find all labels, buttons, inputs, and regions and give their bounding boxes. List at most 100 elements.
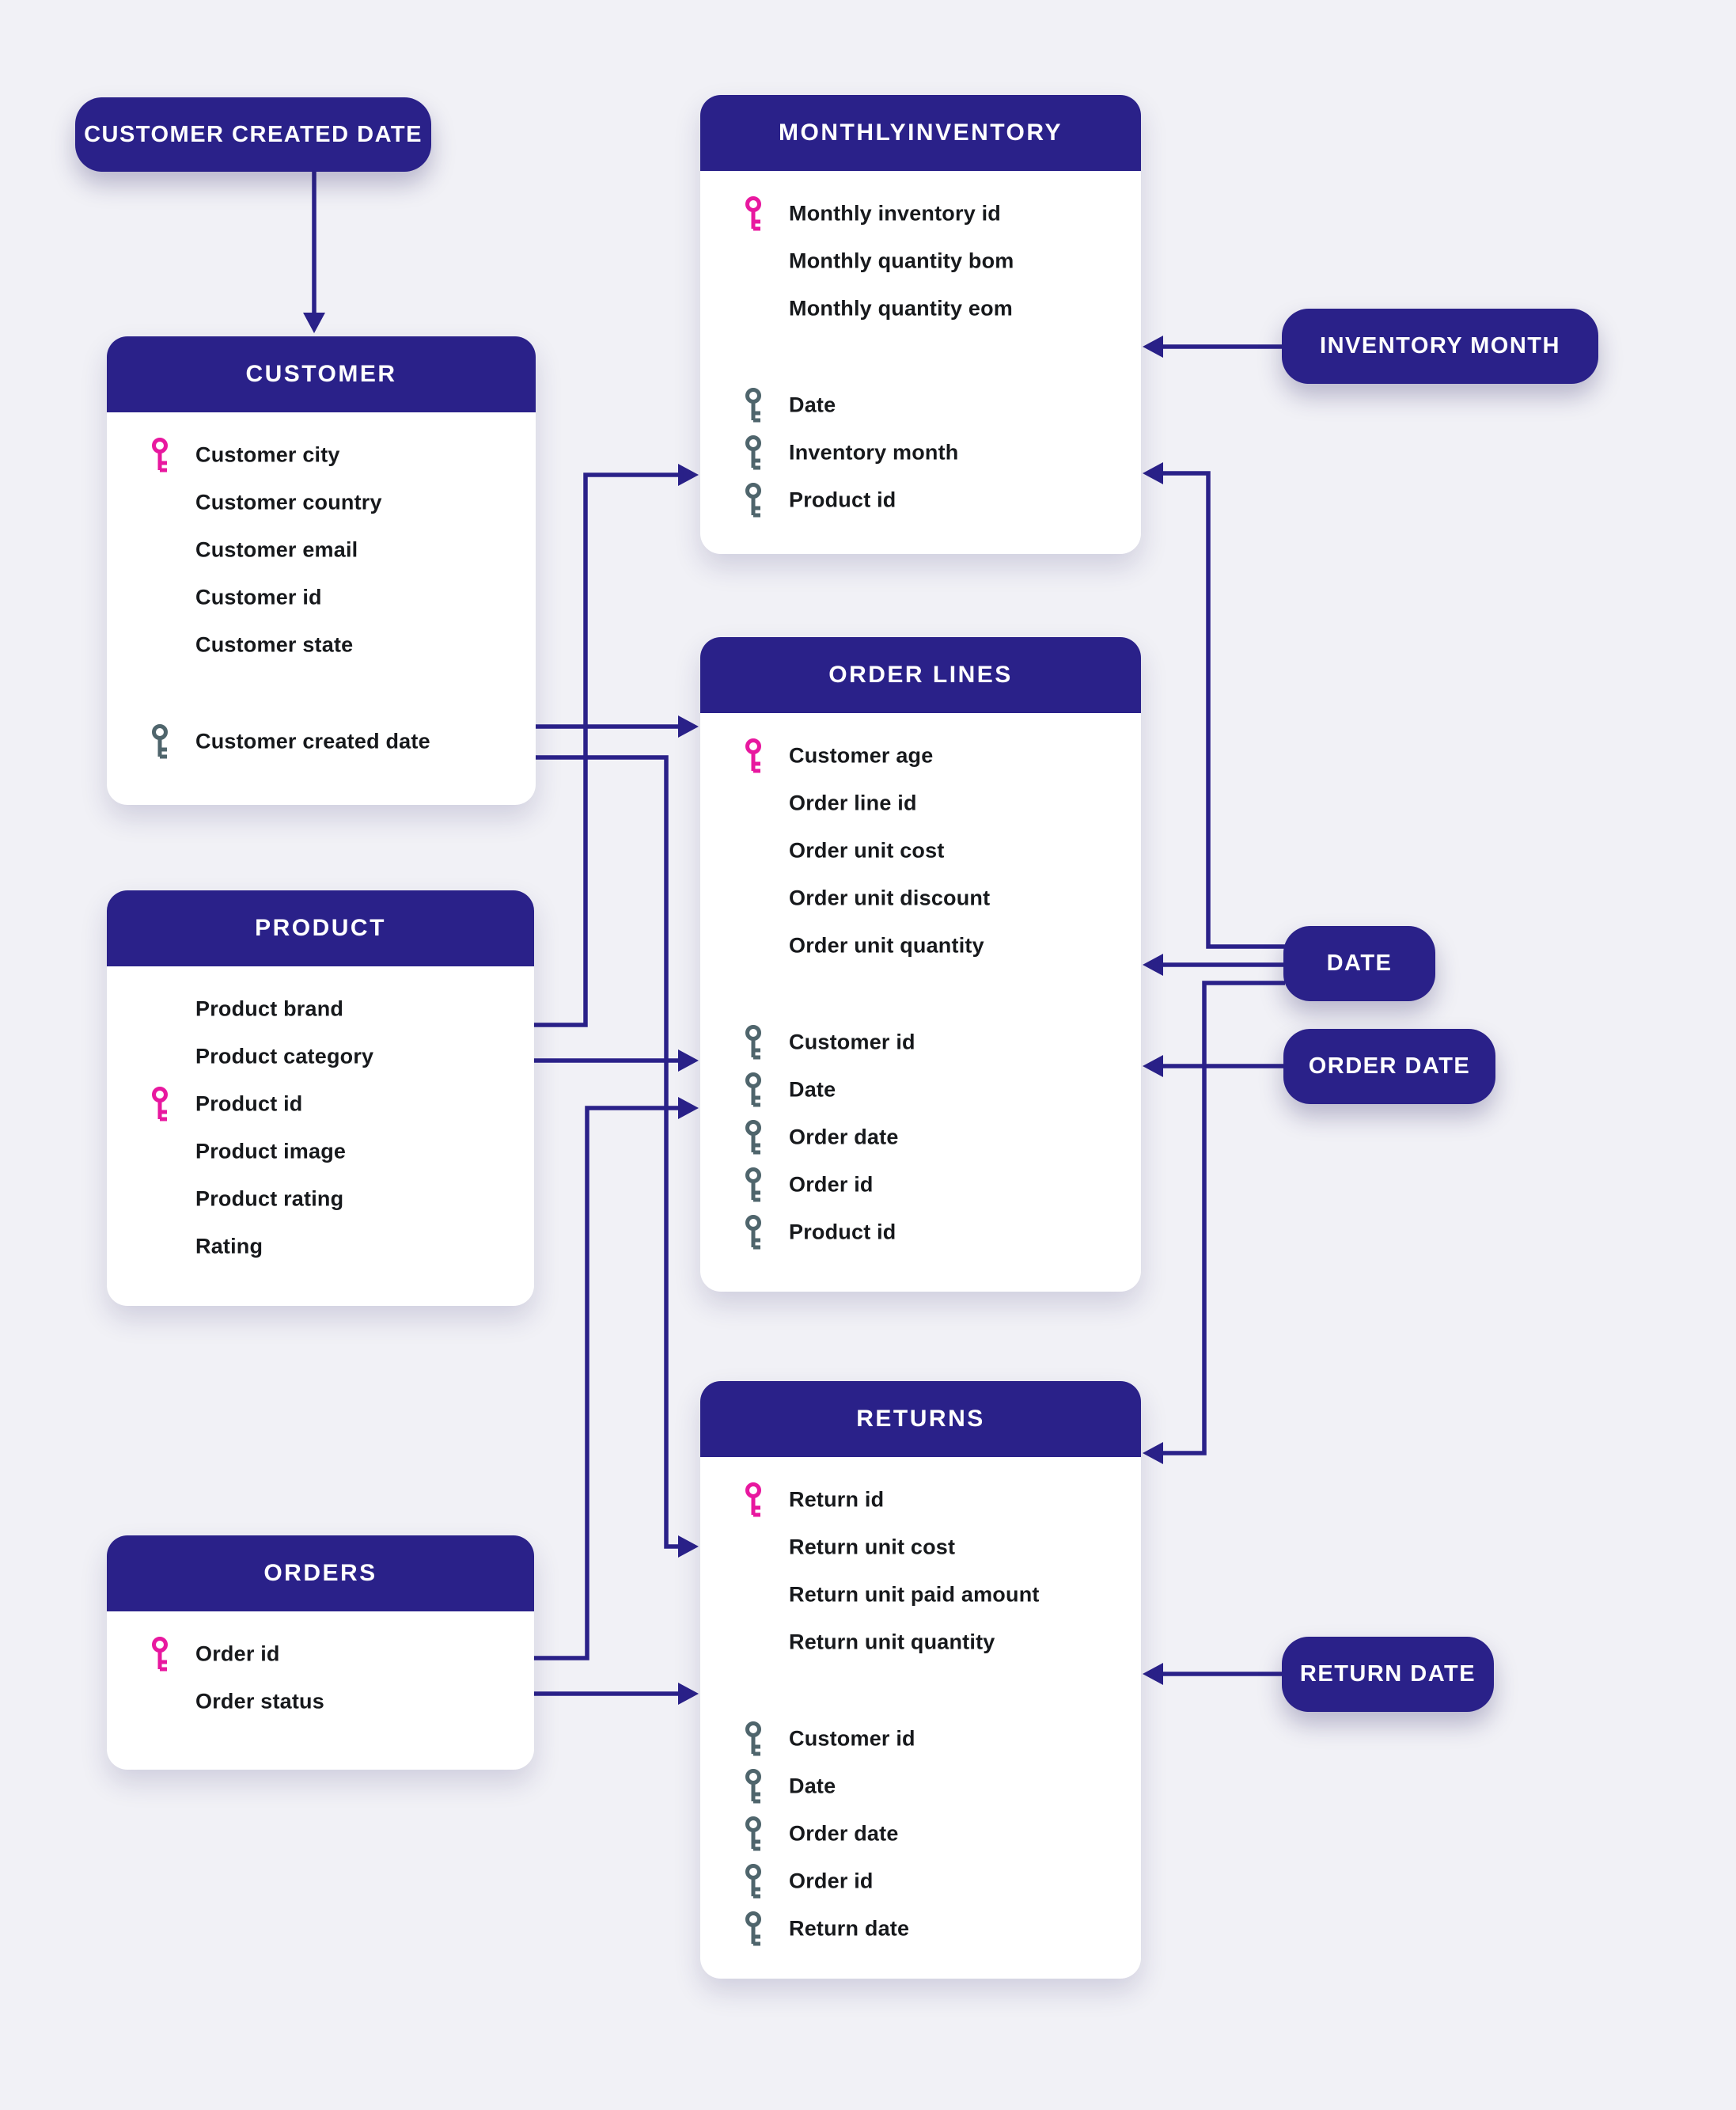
arrowhead-icon xyxy=(678,1097,699,1119)
field-label: Order unit quantity xyxy=(789,933,984,958)
arrowhead-icon xyxy=(1143,1055,1163,1077)
pill-order-date[interactable]: ORDER DATE xyxy=(1283,1029,1495,1104)
field-row: Customer state xyxy=(107,621,536,669)
field-row: Product id xyxy=(700,476,1141,524)
field-row: Order unit quantity xyxy=(700,922,1141,970)
foreign-key-icon xyxy=(740,483,767,518)
foreign-key-icon xyxy=(740,1864,767,1899)
relationship-orders-to-order-lines xyxy=(534,1097,699,1660)
field-label: Order date xyxy=(789,1125,899,1149)
foreign-key-icon xyxy=(740,1215,767,1250)
field-row: Inventory month xyxy=(700,429,1141,476)
table-returns-title: RETURNS xyxy=(700,1381,1141,1457)
field-label: Order id xyxy=(195,1641,280,1666)
table-monthlyinventory-fields: Monthly inventory id Monthly quantity bom… xyxy=(700,171,1141,524)
field-label: Monthly quantity bom xyxy=(789,249,1014,273)
field-row: Product brand xyxy=(107,985,534,1033)
field-row: Customer city xyxy=(107,431,536,479)
foreign-key-icon xyxy=(740,1911,767,1946)
pill-inventory-month[interactable]: INVENTORY MONTH xyxy=(1282,309,1598,384)
foreign-key-icon xyxy=(740,388,767,423)
table-product-title: PRODUCT xyxy=(107,890,534,966)
relationship-customer-to-returns xyxy=(536,755,699,1558)
pill-date[interactable]: DATE xyxy=(1283,926,1435,1001)
relationship-orders-to-returns xyxy=(534,1683,699,1705)
table-orders-title: ORDERS xyxy=(107,1535,534,1611)
field-label: Order status xyxy=(195,1689,324,1713)
arrowhead-icon xyxy=(678,715,699,738)
table-monthlyinventory-title: MONTHLYINVENTORY xyxy=(700,95,1141,171)
field-row: Customer country xyxy=(107,479,536,526)
arrowhead-icon xyxy=(678,1049,699,1072)
primary-key-icon xyxy=(740,1482,767,1517)
field-label: Product id xyxy=(789,1220,896,1244)
foreign-key-icon xyxy=(740,1721,767,1756)
field-row: Product id xyxy=(107,1080,534,1128)
field-label: Customer id xyxy=(789,1726,915,1751)
field-row: Return date xyxy=(700,1905,1141,1953)
field-label: Customer id xyxy=(195,585,322,609)
field-label: Order date xyxy=(789,1821,899,1846)
pill-customer-created-date[interactable]: CUSTOMER CREATED DATE xyxy=(75,97,431,172)
primary-key-icon xyxy=(740,196,767,231)
pill-return-date[interactable]: RETURN DATE xyxy=(1282,1637,1494,1712)
relationship-return-date-to-returns xyxy=(1143,1663,1283,1685)
field-label: Order unit cost xyxy=(789,838,945,863)
field-label: Date xyxy=(789,1774,836,1798)
field-label: Monthly inventory id xyxy=(789,201,1002,226)
field-label: Date xyxy=(789,1077,836,1102)
arrowhead-icon xyxy=(1143,462,1163,484)
foreign-key-icon xyxy=(740,1072,767,1107)
arrowhead-icon xyxy=(1143,1663,1163,1685)
field-label: Date xyxy=(789,393,836,417)
field-row: Product image xyxy=(107,1128,534,1175)
field-label: Product rating xyxy=(195,1186,344,1211)
field-label: Return unit cost xyxy=(789,1535,956,1559)
arrowhead-icon xyxy=(303,313,325,333)
field-row: Date xyxy=(700,1066,1141,1114)
field-label: Inventory month xyxy=(789,440,959,465)
field-row: Return unit cost xyxy=(700,1524,1141,1571)
field-label: Return unit paid amount xyxy=(789,1582,1040,1607)
field-label: Customer id xyxy=(789,1030,915,1054)
arrowhead-icon xyxy=(1143,336,1163,358)
primary-key-icon xyxy=(740,738,767,773)
relationship-product-to-order-lines xyxy=(534,1049,699,1072)
field-label: Customer created date xyxy=(195,729,430,753)
relationship-customer-to-order-lines xyxy=(536,715,699,738)
field-label: Order id xyxy=(789,1869,874,1893)
field-label: Order unit discount xyxy=(789,886,991,910)
field-label: Return id xyxy=(789,1487,885,1512)
field-label: Order line id xyxy=(789,791,917,815)
field-label: Product brand xyxy=(195,996,344,1021)
field-row: Product rating xyxy=(107,1175,534,1223)
field-row: Customer age xyxy=(700,732,1141,780)
foreign-key-icon xyxy=(740,435,767,470)
field-label: Customer age xyxy=(789,743,934,768)
field-label: Return unit quantity xyxy=(789,1630,995,1654)
primary-key-icon xyxy=(146,1087,173,1121)
field-row: Product category xyxy=(107,1033,534,1080)
field-row: Order id xyxy=(700,1858,1141,1905)
relationship-date-to-returns xyxy=(1143,981,1285,1464)
field-row: Order date xyxy=(700,1114,1141,1161)
table-orders-fields: Order id Order status xyxy=(107,1611,534,1725)
relationship-customer-created-date-to-customer xyxy=(303,172,325,333)
relationship-date-to-monthlyinventory xyxy=(1143,462,1285,949)
table-order-lines-title: ORDER LINES xyxy=(700,637,1141,713)
field-label: Product category xyxy=(195,1044,374,1068)
arrowhead-icon xyxy=(678,1535,699,1558)
table-orders[interactable]: ORDERS Order id Order status xyxy=(107,1535,534,1770)
field-label: Customer email xyxy=(195,537,358,562)
field-row: Date xyxy=(700,381,1141,429)
